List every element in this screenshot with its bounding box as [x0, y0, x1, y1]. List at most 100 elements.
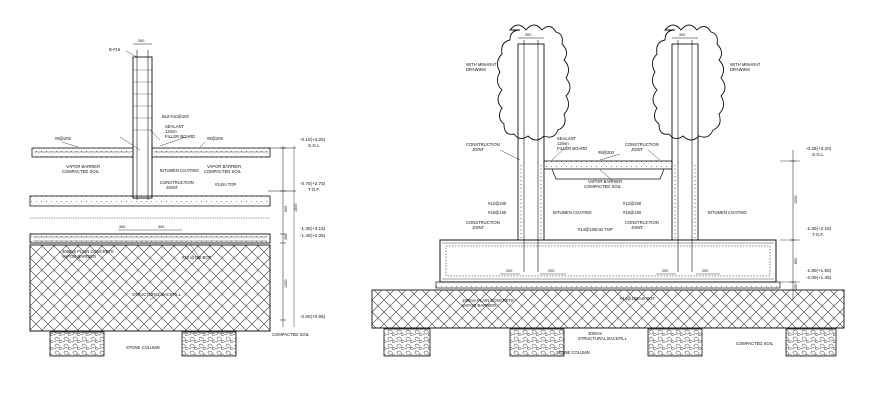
- right-construction-l: CONSTRUCTION: [466, 142, 500, 147]
- right-bitumen-l: BITUMEN COATING: [553, 210, 592, 215]
- right-raft: [439, 239, 777, 283]
- right-sealant: SEALANT: [557, 136, 577, 141]
- left-stone-column-label: STONE COLUMN: [126, 345, 160, 350]
- right-backfill: [371, 289, 845, 329]
- right-blinding: 100mm PLAIN CONCRETE: [462, 298, 514, 303]
- right-level-1b: S.G.L: [812, 152, 824, 157]
- left-dim-a: 300: [284, 206, 288, 212]
- left-blinding-label: 300mm PLAIN CONCRETE: [62, 249, 114, 254]
- left-level-2b: T.O.F.: [308, 187, 320, 192]
- left-stem-ties: [133, 69, 152, 131]
- left-raft: [29, 233, 271, 244]
- right-bar16-r: #16@150: [623, 210, 642, 215]
- left-leaders-top: [61, 129, 206, 151]
- left-backfill-label: STRUCTURAL BACKFILL: [132, 292, 182, 297]
- right-dim-200c: 200: [662, 269, 668, 273]
- left-slab-left: [31, 147, 134, 158]
- left-dim-top: 300: [138, 39, 144, 43]
- left-dim-300b: 300: [158, 225, 164, 229]
- left-grade-beam: [29, 195, 271, 207]
- right-level-1a: -0.25(+3.20): [806, 146, 832, 151]
- right-vapor: VAPOR BARRIER: [588, 179, 622, 184]
- right-minaret-cloud-right: [652, 24, 726, 141]
- right-level-3b: -2.00(+1.45): [806, 275, 832, 280]
- right-dim-c: 150: [794, 284, 798, 290]
- right-stone-column-2: [509, 328, 565, 357]
- right-minaret-l2: DRAWING: [466, 67, 486, 72]
- right-slab-leaders: [499, 145, 661, 181]
- left-dim-300a: 300: [119, 225, 125, 229]
- right-construction-r2: CONSTRUCTION: [625, 220, 659, 225]
- right-dim-top-r: 300: [679, 33, 685, 37]
- left-dim-ticks: [280, 147, 286, 321]
- left-level-4a: -2.50(+0.95): [300, 314, 326, 319]
- left-bar-top-label: B-#16: [109, 47, 121, 52]
- right-stone-column-3: [647, 328, 703, 357]
- right-blinding: [435, 281, 781, 289]
- right-slab: [543, 160, 673, 170]
- left-compacted-label: COMPACTED SOIL: [62, 169, 100, 174]
- right-bar12-l: #12@200: [488, 201, 507, 206]
- left-compacted2-label: COMPACTED SOIL: [272, 332, 310, 337]
- right-bottombar: #14@150mm BOT: [620, 296, 655, 301]
- left-filler12-label: 12mm: [165, 129, 177, 134]
- right-dim-200d: 200: [702, 269, 708, 273]
- right-minaret-l1: WITH MINARAT: [466, 62, 497, 67]
- left-compacted-r-label: COMPACTED SOIL: [204, 169, 242, 174]
- left-level-3a: -1.30(+3.15): [300, 226, 326, 231]
- right-minaret-cloud-left: [497, 24, 571, 141]
- right-minaret-r1: WITH MINARAT: [730, 62, 761, 67]
- right-dim-200b: 200: [548, 269, 554, 273]
- left-vapor-label: VAPOR BARRIER: [66, 164, 100, 169]
- right-joint-r: JOINT: [631, 147, 644, 152]
- left-stone-column-1: [49, 331, 105, 357]
- right-dim-200a: 200: [506, 269, 512, 273]
- right-backfill1: 300mm: [588, 331, 602, 336]
- right-dim-top-l: 300: [525, 33, 531, 37]
- left-level-1a: -0.10(+3.25): [300, 137, 326, 142]
- right-bar16-l: #16@150: [488, 210, 507, 215]
- right-compacted2: COMPACTED SOIL: [736, 341, 774, 346]
- right-raft-inner: [445, 245, 771, 277]
- left-level-2a: -0.70(+2.75): [300, 181, 326, 186]
- right-dim-b: 800: [794, 258, 798, 264]
- right-level-2b: T.O.F.: [812, 232, 824, 237]
- right-section: [371, 24, 845, 357]
- right-level-lines: [780, 160, 800, 283]
- left-bitumen-label: BITUMEN COATING: [160, 168, 199, 173]
- right-stone-column-1: [383, 328, 431, 357]
- right-annotations: WITH MINARAT DRAWING WITH MINARAT DRAWIN…: [462, 33, 832, 355]
- right-joint-l: JOINT: [472, 147, 485, 152]
- right-stone-column-4: [785, 328, 837, 357]
- right-construction-r: CONSTRUCTION: [625, 142, 659, 147]
- left-bottombar-label: #14 @150 BOT: [182, 255, 212, 260]
- left-fillerboard-label: FILLER BOARD: [165, 134, 195, 139]
- left-dim-b: 350: [284, 234, 288, 240]
- left-bars2-label: Bx2-#10@100: [162, 114, 190, 119]
- left-construction-label: CONSTRUCTION: [160, 180, 194, 185]
- right-slab-thicken: [551, 168, 665, 180]
- right-level-3a: -1.80(+1.55): [806, 268, 832, 273]
- right-backfill2: STRUCTURAL BACKFILL: [578, 336, 628, 341]
- left-topbar-label: #14/m TOP: [215, 182, 236, 187]
- left-backfill: [29, 244, 271, 332]
- right-mesh: #8@200: [598, 150, 615, 155]
- right-bitumen-r: BITUMEN COATING: [708, 210, 747, 215]
- left-joint-label: JOINT: [166, 185, 179, 190]
- left-backfill-leaders: [67, 243, 201, 301]
- left-vapor2-label: VAPOR BARRIER: [62, 254, 96, 259]
- left-dim-c: 1200: [284, 280, 288, 288]
- left-level-1b: S.G.L: [308, 143, 320, 148]
- right-construction-l2: CONSTRUCTION: [466, 220, 500, 225]
- left-sealant-label: SEALANT: [165, 124, 185, 129]
- right-pier-rebars: [523, 40, 693, 272]
- left-dim-d: 1500: [294, 204, 298, 212]
- right-pier-right: [671, 43, 699, 241]
- right-joint-l2: JOINT: [472, 225, 485, 230]
- left-bar-top-leader: [125, 50, 138, 58]
- left-section: [29, 43, 296, 357]
- right-level-2a: -1.30(+2.15): [806, 226, 832, 231]
- left-vapor-r-label: VAPOR BARRIER: [207, 164, 241, 169]
- left-annotations: B-#16 300 Bx2-#10@100 SEALANT 12mm FILLE…: [55, 39, 326, 350]
- right-fillerboard: FILLER BOARD: [557, 146, 587, 151]
